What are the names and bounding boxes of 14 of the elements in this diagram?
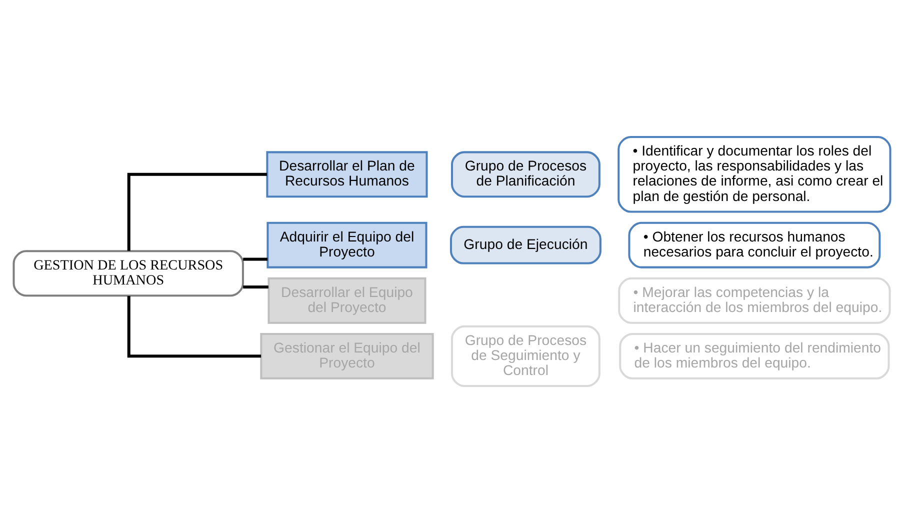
node-box: Grupo de Procesos de Planificación (451, 151, 600, 198)
node-box: • Hacer un seguimiento del rendimiento de los miembros del equipo. (619, 332, 890, 380)
node-box: • Identificar y documentar los roles del proyecto, las responsabilidades y las relaciones de informe, asi como crear el plan de gestión de personal. (618, 136, 892, 213)
connector (243, 285, 268, 289)
node-box: Grupo de Ejecución (450, 226, 602, 264)
connector (127, 172, 267, 251)
connector (127, 296, 262, 358)
node-box: • Obtener los recursos humanos necesarios para concluir el proyecto. (628, 222, 881, 268)
node-box: • Mejorar las competencias y la interacción de los miembros del equipo. (618, 277, 891, 324)
connector (243, 258, 268, 261)
node-box: Grupo de Procesos de Seguimiento y Control (451, 325, 600, 387)
node-box: Adquirir el Equipo del Proyecto (266, 222, 428, 268)
node-box: Desarrollar el Plan de Recursos Humanos (266, 151, 428, 198)
node-box: GESTION DE LOS RECURSOS HUMANOS (12, 250, 244, 297)
